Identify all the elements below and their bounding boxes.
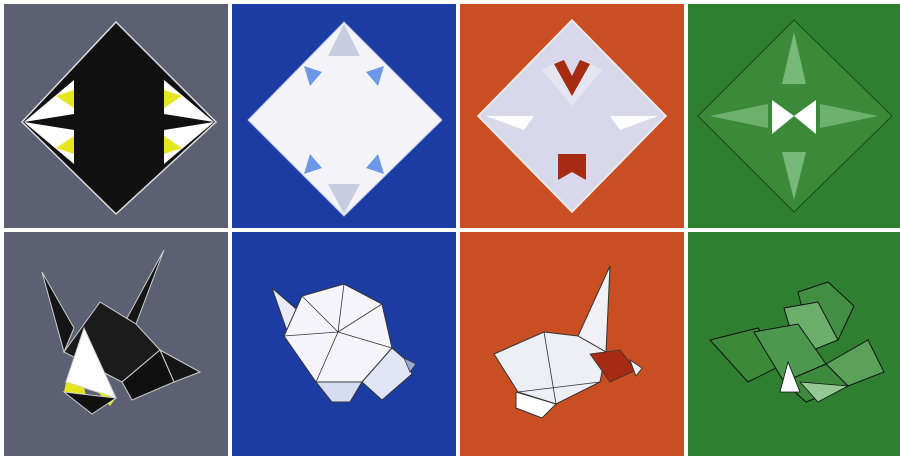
folded-crane-red-drawing xyxy=(460,232,684,456)
folded-crane-gray-drawing xyxy=(4,232,228,456)
folded-crane-green xyxy=(688,232,900,456)
crease-pattern-red-drawing xyxy=(460,4,684,228)
folded-crane-blue xyxy=(232,232,456,456)
crease-pattern-gray xyxy=(4,4,228,228)
crease-pattern-gray-drawing xyxy=(4,4,228,228)
folded-crane-gray xyxy=(4,232,228,456)
crease-pattern-red xyxy=(460,4,684,228)
folded-crane-blue-drawing xyxy=(232,232,456,456)
folded-crane-green-drawing xyxy=(688,232,900,456)
crease-pattern-blue-drawing xyxy=(232,4,456,228)
crease-pattern-green-drawing xyxy=(688,4,900,228)
folded-crane-red xyxy=(460,232,684,456)
crease-pattern-blue xyxy=(232,4,456,228)
crease-pattern-green xyxy=(688,4,900,228)
